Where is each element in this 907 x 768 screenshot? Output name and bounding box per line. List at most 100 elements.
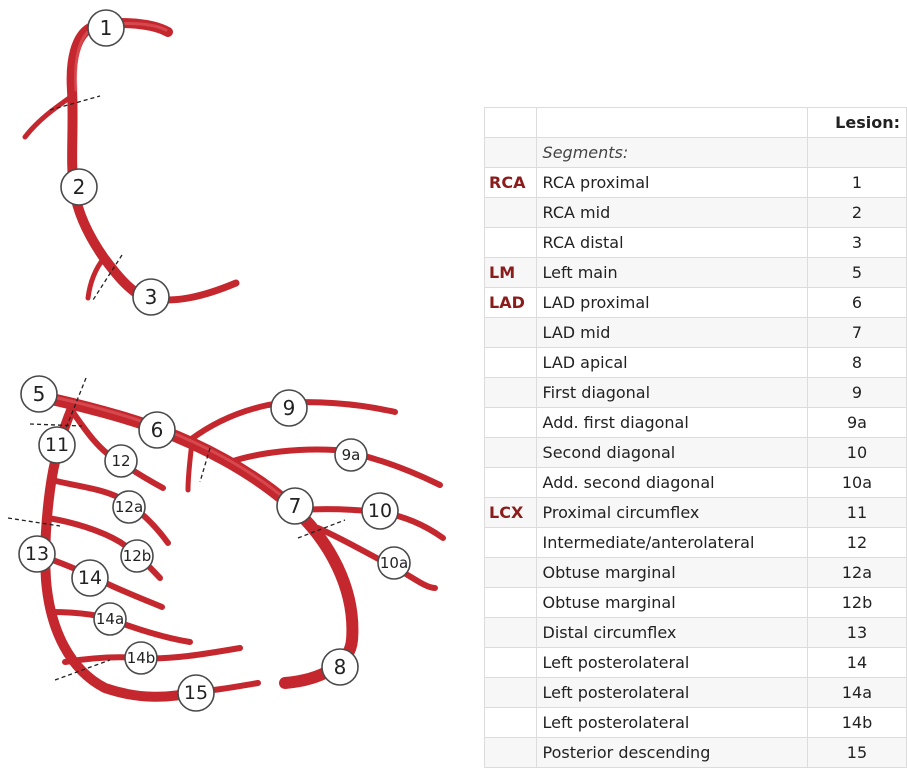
segment-label-2: 2	[61, 169, 97, 205]
svg-text:5: 5	[33, 382, 46, 406]
group-cell	[485, 648, 537, 678]
group-cell	[485, 348, 537, 378]
segment-name-cell: Distal circumflex	[536, 618, 807, 648]
group-cell	[485, 228, 537, 258]
svg-text:10: 10	[368, 500, 392, 522]
segment-label-9: 9	[271, 390, 307, 426]
lesion-number-cell: 9a	[807, 408, 906, 438]
lesion-number-cell: 14	[807, 648, 906, 678]
lesion-number-cell: 6	[807, 288, 906, 318]
lesion-number-cell: 7	[807, 318, 906, 348]
svg-text:9: 9	[283, 396, 296, 420]
svg-text:14b: 14b	[127, 649, 156, 667]
group-cell: LAD	[485, 288, 537, 318]
group-cell	[485, 468, 537, 498]
svg-text:12b: 12b	[123, 547, 152, 565]
lesion-number-cell: 3	[807, 228, 906, 258]
segment-name-cell: RCA proximal	[536, 168, 807, 198]
lesion-number-cell: 12a	[807, 558, 906, 588]
coronary-artery-diagram: 1 2 3 5 11 12 12a 12b 13 14 14a 14b 15 6…	[0, 0, 480, 755]
segment-label-14a: 14a	[94, 603, 126, 635]
lesion-number-cell: 10a	[807, 468, 906, 498]
subheader-group-cell	[485, 138, 537, 168]
group-cell	[485, 528, 537, 558]
segment-name-cell: LAD apical	[536, 348, 807, 378]
header-group-cell	[485, 108, 537, 138]
svg-text:12: 12	[111, 452, 130, 470]
lesion-number-cell: 13	[807, 618, 906, 648]
segment-label-10a: 10a	[378, 547, 410, 579]
segment-name-cell: Add. first diagonal	[536, 408, 807, 438]
segment-label-10: 10	[362, 493, 398, 529]
segment-label-5: 5	[21, 376, 57, 412]
svg-text:10a: 10a	[380, 554, 408, 572]
segment-name-cell: RCA mid	[536, 198, 807, 228]
lesion-number-cell: 1	[807, 168, 906, 198]
rca-vessel	[25, 23, 236, 300]
segment-label-11: 11	[39, 427, 75, 463]
segment-name-cell: LAD proximal	[536, 288, 807, 318]
segment-name-cell: Left posterolateral	[536, 678, 807, 708]
segment-name-cell: Proximal circumflex	[536, 498, 807, 528]
svg-text:6: 6	[151, 418, 164, 442]
segment-label-1: 1	[88, 10, 124, 46]
group-cell	[485, 408, 537, 438]
segment-name-cell: LAD mid	[536, 318, 807, 348]
svg-text:14a: 14a	[96, 610, 124, 628]
svg-text:11: 11	[45, 434, 69, 456]
lesion-number-cell: 2	[807, 198, 906, 228]
header-segment-cell	[536, 108, 807, 138]
lesion-number-cell: 14b	[807, 708, 906, 738]
table-header-row: Lesion:	[485, 108, 907, 138]
group-cell	[485, 738, 537, 768]
lesion-number-cell: 8	[807, 348, 906, 378]
segment-label-12: 12	[105, 445, 137, 477]
segment-label-12b: 12b	[121, 540, 153, 572]
svg-text:13: 13	[25, 543, 49, 565]
segment-label-14: 14	[72, 560, 108, 596]
segment-name-cell: Posterior descending	[536, 738, 807, 768]
group-cell	[485, 318, 537, 348]
left-coronary-vessels	[38, 394, 443, 697]
segment-label-9a: 9a	[335, 439, 367, 471]
segment-name-cell: Obtuse marginal	[536, 558, 807, 588]
group-cell	[485, 708, 537, 738]
segment-name-cell: Add. second diagonal	[536, 468, 807, 498]
svg-text:9a: 9a	[342, 446, 361, 464]
group-cell	[485, 618, 537, 648]
group-cell: LM	[485, 258, 537, 288]
segment-label-7: 7	[277, 488, 313, 524]
lesion-number-cell: 12	[807, 528, 906, 558]
lesion-number-cell: 14a	[807, 678, 906, 708]
header-lesion-cell: Lesion:	[807, 108, 906, 138]
segment-name-cell: Intermediate/anterolateral	[536, 528, 807, 558]
svg-text:14: 14	[78, 567, 102, 589]
group-cell	[485, 438, 537, 468]
subheader-segments-cell: Segments:	[536, 138, 807, 168]
group-cell: LCX	[485, 498, 537, 528]
lesion-number-cell: 9	[807, 378, 906, 408]
group-cell: RCA	[485, 168, 537, 198]
segment-label-3: 3	[133, 279, 169, 315]
svg-text:2: 2	[73, 175, 86, 199]
lesion-number-cell: 15	[807, 738, 906, 768]
svg-text:15: 15	[184, 682, 208, 704]
lesion-number-cell: 11	[807, 498, 906, 528]
segment-label-15: 15	[178, 675, 214, 711]
segment-name-cell: Left main	[536, 258, 807, 288]
table-row: Second diagonal10	[485, 438, 907, 468]
